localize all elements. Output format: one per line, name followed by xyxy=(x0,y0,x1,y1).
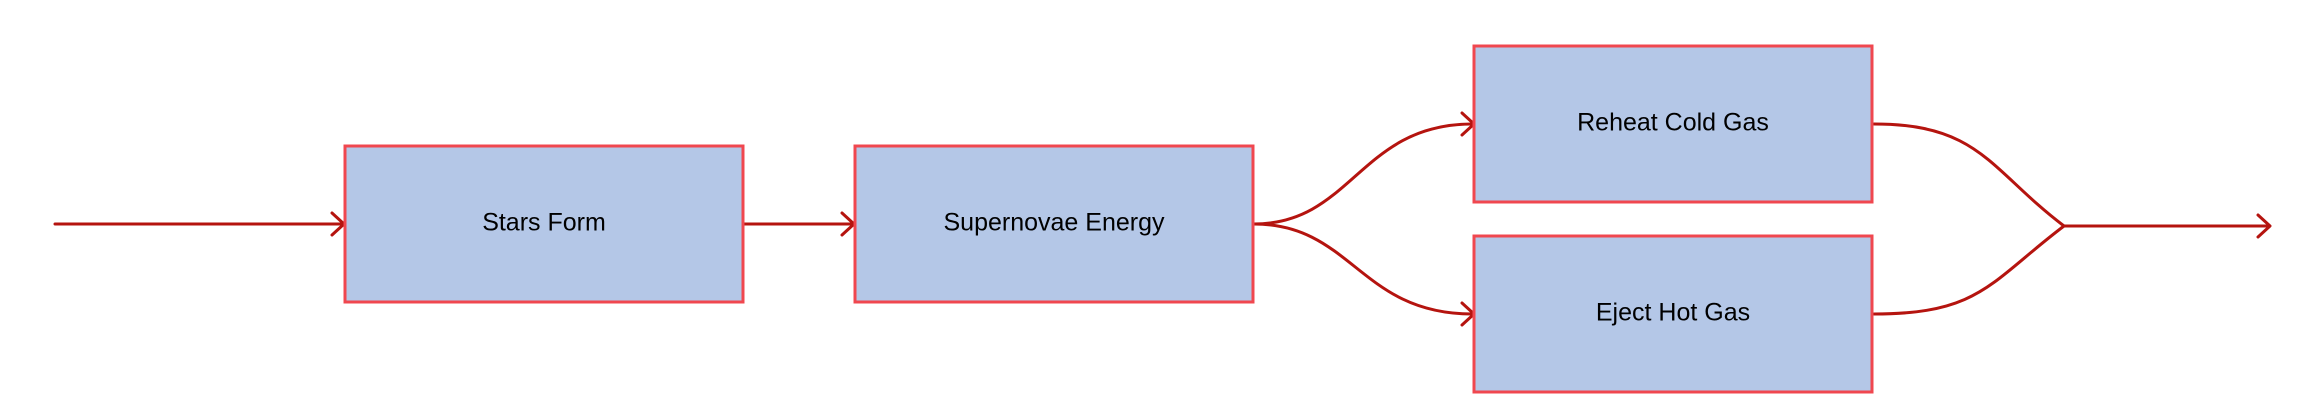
edges xyxy=(53,111,2272,327)
node-eject-hot-gas-box xyxy=(1472,234,1874,394)
node-reheat-cold-gas-label: Reheat Cold Gas xyxy=(1577,109,1769,137)
node-eject-hot-gas-label: Eject Hot Gas xyxy=(1596,299,1750,327)
node-reheat-cold-gas: Reheat Cold Gas xyxy=(1472,44,1874,204)
node-eject-hot-gas: Eject Hot Gas xyxy=(1472,234,1874,394)
edge-supernovae-energy-to-eject-hot-gas xyxy=(1252,222,1474,316)
node-supernovae-energy-label: Supernovae Energy xyxy=(944,209,1165,237)
node-stars-form-label: Stars Form xyxy=(482,209,606,237)
node-supernovae-energy: Supernovae Energy xyxy=(853,144,1255,304)
node-stars-form: Stars Form xyxy=(343,144,745,304)
edge-supernovae-energy-to-reheat-cold-gas xyxy=(1252,122,1474,226)
arrowhead-output xyxy=(2256,213,2272,239)
node-reheat-cold-gas-box xyxy=(1472,44,1874,204)
node-stars-form-box xyxy=(343,144,745,304)
edge-eject-hot-gas-to-output xyxy=(1872,224,2066,316)
node-supernovae-energy-box xyxy=(853,144,1255,304)
edge-reheat-cold-gas-to-output xyxy=(1872,122,2066,228)
